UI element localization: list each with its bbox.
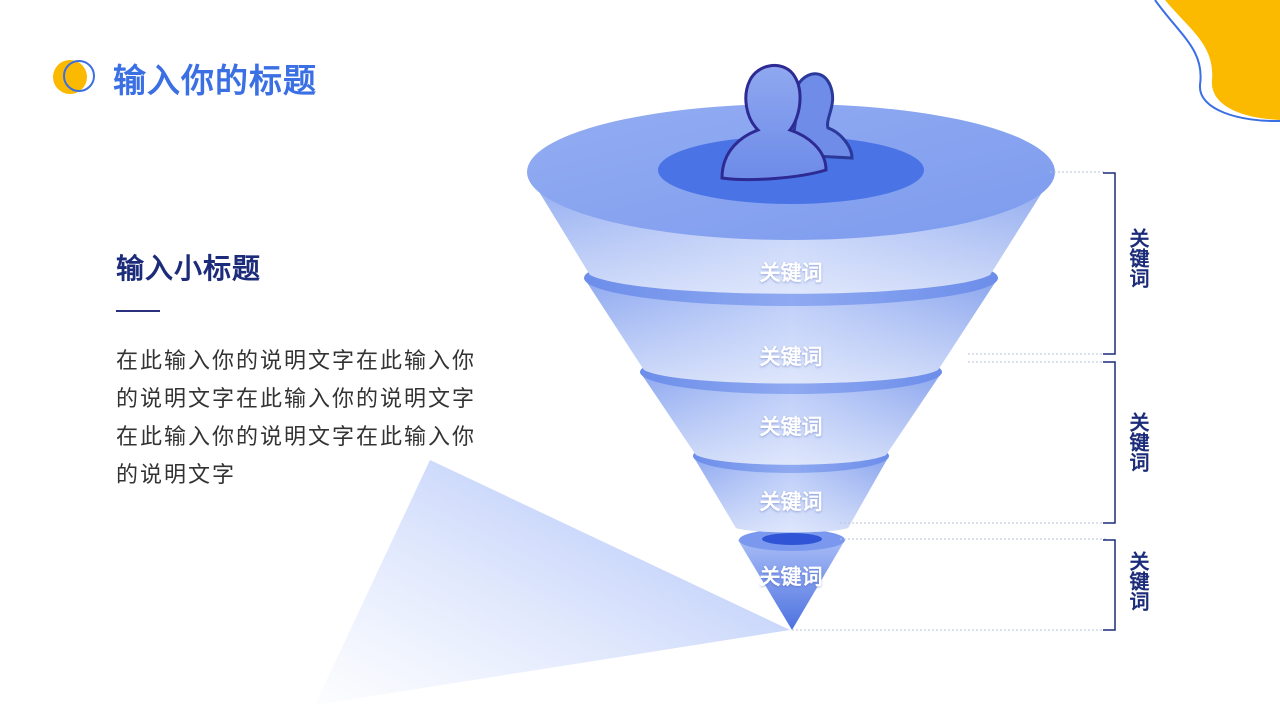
bracket-label-2: 关键词	[1126, 412, 1150, 472]
funnel-graphic	[527, 104, 1055, 630]
page-title: 输入你的标题	[113, 61, 317, 100]
funnel-label-4: 关键词	[759, 489, 823, 514]
subtitle: 输入小标题	[116, 252, 262, 285]
side-brackets	[1103, 172, 1116, 631]
title-marker-icon	[53, 58, 101, 98]
subtitle-underline	[116, 310, 160, 312]
funnel-label-2: 关键词	[759, 344, 823, 369]
funnel-label-1: 关键词	[759, 260, 823, 285]
light-beam	[315, 460, 790, 705]
bracket-label-1: 关键词	[1126, 228, 1150, 288]
bracket-label-3: 关键词	[1126, 551, 1150, 611]
blue-corner-line	[1154, 0, 1280, 123]
funnel-label-3: 关键词	[759, 414, 823, 439]
yellow-corner-blob	[1165, 0, 1280, 120]
funnel-label-5: 关键词	[759, 564, 823, 589]
guide-lines	[792, 171, 1106, 631]
users-icon	[720, 64, 854, 182]
description-text: 在此输入你的说明文字在此输入你的说明文字在此输入你的说明文字在此输入你的说明文字…	[116, 349, 477, 488]
